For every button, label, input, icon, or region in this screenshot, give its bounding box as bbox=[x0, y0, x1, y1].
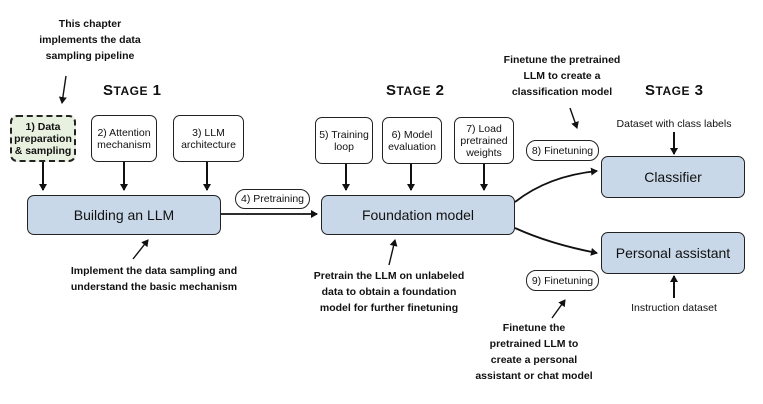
finetuning-9-label: 9) Finetuning bbox=[526, 270, 599, 291]
step-attention-mechanism[interactable]: 2) Attention mechanism bbox=[91, 115, 157, 162]
stage2-bottom-note: Pretrain the LLM on unlabeled data to ob… bbox=[313, 270, 465, 314]
class-labels-dataset: Dataset with class labels bbox=[616, 118, 732, 130]
arrow-chapter-note bbox=[58, 75, 67, 104]
finetuning-8-label: 8) Finetuning bbox=[526, 140, 599, 161]
arrow-classification-note bbox=[569, 107, 579, 129]
step-model-evaluation[interactable]: 6) Model evaluation bbox=[382, 117, 442, 164]
step-load-weights[interactable]: 7) Load pretrained weights bbox=[454, 117, 514, 164]
building-llm-box[interactable]: Building an LLM bbox=[27, 195, 221, 235]
arrow-to-assistant bbox=[514, 227, 598, 256]
arrow-to-classifier bbox=[514, 167, 598, 203]
chapter-note: This chapter implements the data samplin… bbox=[39, 18, 141, 62]
stage1-bottom-note: Implement the data sampling and understa… bbox=[70, 265, 238, 293]
step-llm-architecture[interactable]: 3) LLM architecture bbox=[173, 115, 244, 162]
arrow-stage1-note bbox=[132, 239, 149, 260]
classification-note: Finetune the pretrained LLM to create a … bbox=[503, 54, 621, 98]
stage1-title: STAGE 1 bbox=[103, 82, 162, 99]
arrow-assistant-note bbox=[551, 299, 566, 319]
classifier-box[interactable]: Classifier bbox=[601, 156, 745, 198]
step-data-preparation[interactable]: 1) Data preparation & sampling bbox=[10, 115, 76, 162]
stage3-title: STAGE 3 bbox=[645, 82, 704, 99]
personal-assistant-box[interactable]: Personal assistant bbox=[601, 232, 745, 274]
arrow-stage2-note bbox=[388, 239, 398, 266]
foundation-model-box[interactable]: Foundation model bbox=[321, 195, 515, 235]
pretraining-label: 4) Pretraining bbox=[235, 189, 310, 209]
stage2-title: STAGE 2 bbox=[386, 82, 445, 99]
assistant-note: Finetune the pretrained LLM to create a … bbox=[475, 322, 593, 382]
instruction-dataset: Instruction dataset bbox=[631, 302, 717, 314]
step-training-loop[interactable]: 5) Training loop bbox=[315, 117, 373, 164]
